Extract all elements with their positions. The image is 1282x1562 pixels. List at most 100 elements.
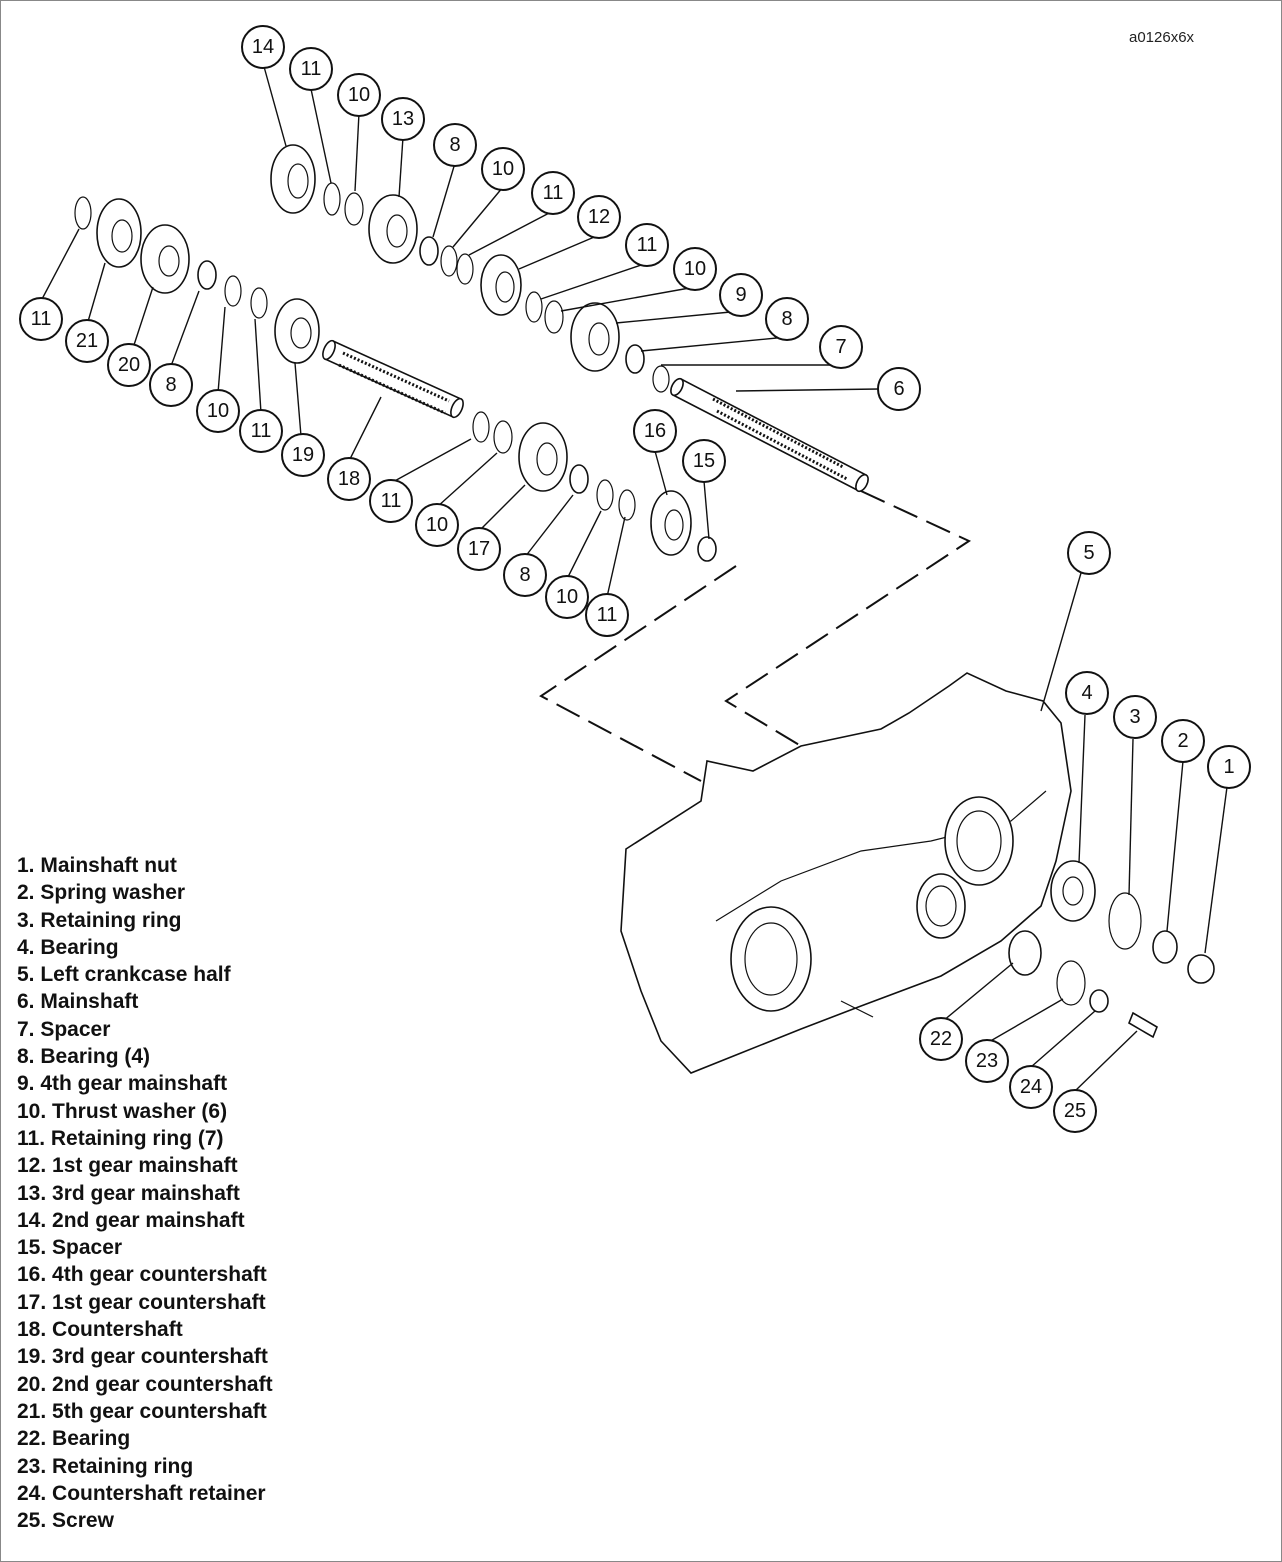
svg-text:10: 10 [348,84,370,106]
svg-text:19: 19 [292,444,314,466]
countershaft-stack [74,196,717,562]
legend-item: 23. Retaining ring [17,1454,194,1478]
svg-text:11: 11 [597,604,618,626]
callout: 11 [289,47,333,91]
legend-item: 19. 3rd gear countershaft [17,1345,268,1369]
svg-text:23: 23 [976,1050,998,1072]
legend-item: 6. Mainshaft [17,990,139,1014]
callout: 11 [19,297,63,341]
legend-item: 21. 5th gear countershaft [17,1399,267,1423]
callout: 20 [107,343,151,387]
callout-bubbles: 14 11 10 13 8 10 11 12 11 10 9 8 7 6 11 … [19,25,1251,1133]
legend-item: 4. Bearing [17,935,119,959]
legend-item: 24. Countershaft retainer [17,1481,266,1505]
svg-text:10: 10 [207,400,229,422]
callout: 16 [633,409,677,453]
svg-text:13: 13 [392,108,414,130]
svg-text:11: 11 [251,420,272,442]
svg-text:11: 11 [543,182,564,204]
callout: 11 [625,223,669,267]
callout: 18 [327,457,371,501]
callout: 14 [241,25,285,69]
legend-item: 22. Bearing [17,1427,131,1451]
svg-text:8: 8 [449,134,460,156]
right-side-parts [1008,860,1215,1039]
svg-text:12: 12 [588,206,610,228]
svg-text:3: 3 [1129,706,1140,728]
legend-item: 25. Screw [17,1509,114,1533]
legend-item: 5. Left crankcase half [17,963,231,987]
callout: 11 [369,479,413,523]
callout: 10 [415,503,459,547]
parts-legend: 1. Mainshaft nut 2. Spring washer 3. Ret… [17,852,273,1534]
legend-item: 20. 2nd gear countershaft [17,1372,273,1396]
leader-lines [40,62,1228,1092]
legend-item: 9. 4th gear mainshaft [17,1072,228,1096]
callout: 10 [337,73,381,117]
legend-item: 8. Bearing (4) [17,1045,151,1069]
svg-text:9: 9 [735,284,746,306]
legend-item: 1. Mainshaft nut [17,854,177,877]
callout: 3 [1113,695,1157,739]
mainshaft-part [670,377,869,493]
svg-text:18: 18 [338,468,360,490]
callout: 4 [1065,671,1109,715]
callout: 24 [1009,1065,1053,1109]
svg-text:10: 10 [684,258,706,280]
legend-item: 10. Thrust washer (6) [17,1099,228,1123]
callout: 11 [531,171,575,215]
callout: 9 [719,273,763,317]
callout: 8 [149,363,193,407]
legend-item: 12. 1st gear mainshaft [17,1154,238,1178]
legend-item: 3. Retaining ring [17,908,182,932]
svg-text:11: 11 [637,234,658,256]
svg-text:8: 8 [781,308,792,330]
svg-text:6: 6 [893,378,904,400]
callout: 1 [1207,745,1251,789]
callout: 10 [196,389,240,433]
svg-text:14: 14 [252,36,274,58]
legend-item: 18. Countershaft [17,1318,183,1342]
callout: 21 [65,319,109,363]
callout: 6 [877,367,921,411]
callout: 8 [765,297,809,341]
callout: 10 [481,147,525,191]
svg-text:7: 7 [835,336,846,358]
callout: 19 [281,433,325,477]
callout: 25 [1053,1089,1097,1133]
svg-text:25: 25 [1064,1100,1086,1122]
callout: 12 [577,195,621,239]
svg-text:24: 24 [1020,1076,1042,1098]
figure-id: a0126x6x [1129,29,1195,46]
callout: 8 [433,123,477,167]
legend-item: 11. Retaining ring (7) [17,1126,224,1150]
svg-text:10: 10 [556,586,578,608]
countershaft-part [322,339,464,419]
svg-text:8: 8 [165,374,176,396]
svg-text:1: 1 [1223,756,1234,778]
svg-text:11: 11 [31,308,52,330]
callout: 15 [682,439,726,483]
svg-text:21: 21 [76,330,98,352]
svg-text:17: 17 [468,538,490,560]
crankcase-part [620,672,1072,1074]
svg-text:16: 16 [644,420,666,442]
callout: 11 [585,593,629,637]
svg-text:2: 2 [1177,730,1188,752]
mainshaft-stack [270,144,670,393]
svg-text:22: 22 [930,1028,952,1050]
legend-item: 14. 2nd gear mainshaft [17,1208,245,1232]
legend-item: 15. Spacer [17,1236,123,1260]
svg-text:11: 11 [381,490,402,512]
svg-text:4: 4 [1081,682,1092,704]
legend-item: 13. 3rd gear mainshaft [17,1181,240,1205]
callout: 7 [819,325,863,369]
assembly-lines [539,490,972,782]
callout: 22 [919,1017,963,1061]
legend-item: 7. Spacer [17,1017,111,1041]
svg-text:8: 8 [519,564,530,586]
callout: 11 [239,409,283,453]
legend-item: 17. 1st gear countershaft [17,1290,266,1314]
